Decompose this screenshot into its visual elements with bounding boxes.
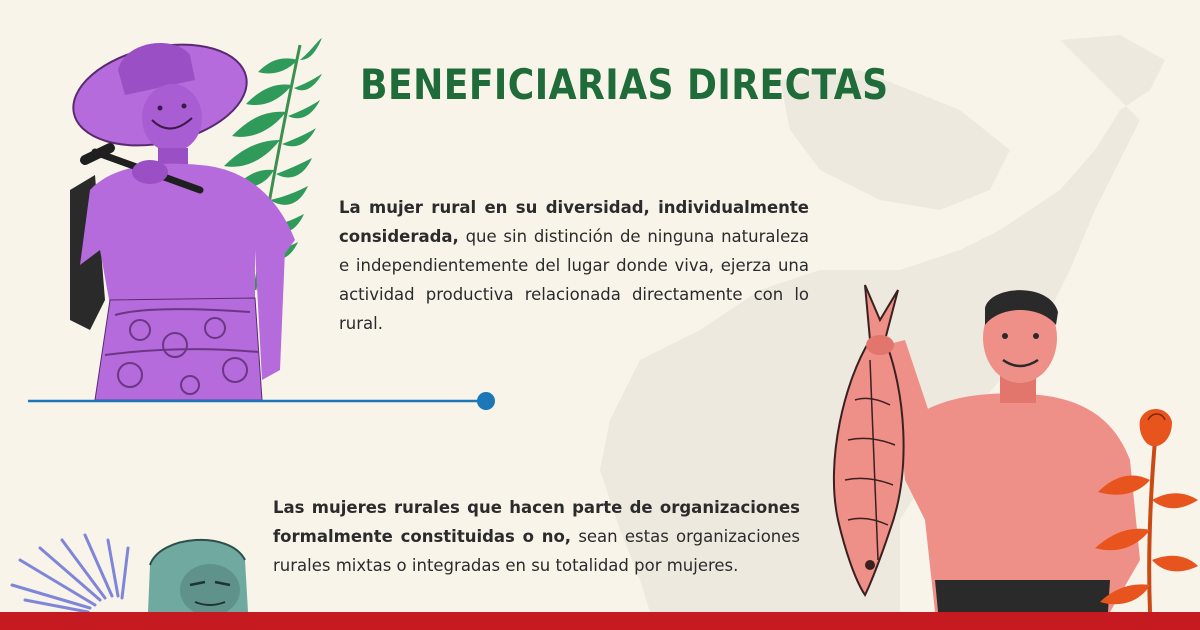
teal-woman-figure [148,539,248,616]
purple-woman-figure [70,43,295,401]
timeline-dot [477,392,495,410]
pink-woman-figure [885,290,1140,612]
page-title: BENEFICIARIAS DIRECTAS [360,60,889,109]
map-silhouette-top [780,70,1010,210]
flower-icon [1095,408,1198,613]
paragraph-2-bold: Las mujeres rurales que hacen parte de o… [273,498,800,546]
paragraph-1-text: que sin distinción de ninguna naturaleza… [339,227,809,333]
description-paragraph-1: La mujer rural en su diversidad, individ… [339,193,809,338]
palm-leaf-icon [10,533,130,614]
fish-icon [832,284,905,597]
paragraph-1-bold: La mujer rural en su diversidad, individ… [339,198,809,246]
paragraph-2-text: sean estas organizaciones rurales mixtas… [273,527,800,575]
bottom-red-bar [0,612,1200,630]
description-paragraph-2: Las mujeres rurales que hacen parte de o… [273,493,800,580]
